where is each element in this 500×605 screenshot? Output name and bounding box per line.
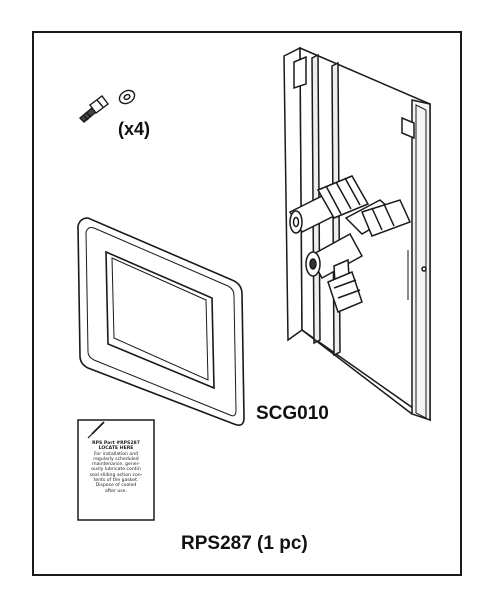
kit-part-number-label: SCG010 [256, 403, 329, 424]
card-heading-line-2: LOCATE HERE [98, 446, 134, 452]
screw-icon [78, 95, 109, 123]
washer-icon [118, 89, 136, 105]
card-body-line-8: after use. [105, 488, 127, 494]
instruction-card-text: RPS Part #RPS287 LOCATE HERE For install… [84, 441, 148, 494]
fitting-icon [288, 175, 412, 314]
card-body-line-6: tents of the gasket. [93, 478, 139, 484]
gasket-icon [77, 217, 245, 426]
card-body-line-7: Dispose of cooled [95, 483, 137, 489]
screw-quantity-label: (x4) [118, 119, 151, 139]
instruction-card-icon [77, 419, 155, 521]
card-part-number-label: RPS287 (1 pc) [181, 533, 308, 554]
card-body-line-2: regularly scheduled [93, 456, 139, 462]
bracket-icon [283, 46, 431, 422]
card-body-line-1: For installation and [93, 451, 139, 457]
card-body-line-3: maintenance, gener- [92, 462, 140, 468]
card-heading-line-1: RPS Part #RPS287 [92, 441, 140, 446]
card-body-line-5: seal sliding action con- [89, 472, 143, 478]
card-body-line-4: ously lubricate contin [91, 467, 141, 473]
